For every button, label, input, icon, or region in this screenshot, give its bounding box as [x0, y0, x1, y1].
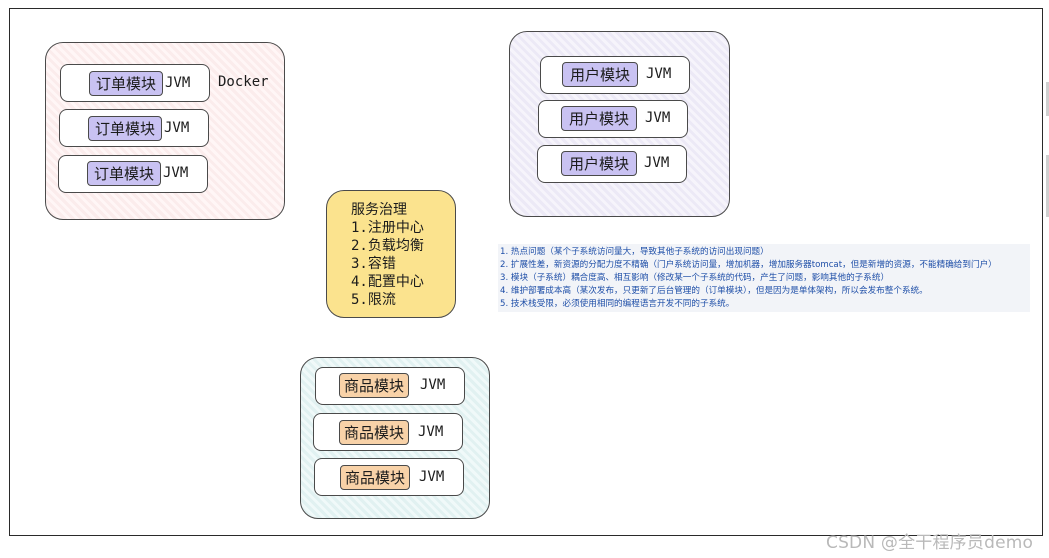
order-jvm-label-2: JVM [164, 120, 190, 136]
order-module-tag-1: 订单模块 [89, 71, 163, 96]
user-module-tag-2: 用户模块 [561, 106, 637, 131]
note-item-2: 2. 扩展性差，新资源的分配力度不精确（门户系统访问量，增加机器，增加服务器to… [500, 260, 997, 270]
service-governance-box: 服务治理 1.注册中心 2.负载均衡 3.容错 4.配置中心 5.限流 [326, 190, 456, 318]
user-jvm-label-2: JVM [645, 110, 671, 126]
note-item-3: 3. 模块（子系统）耦合度高、相互影响（修改某一个子系统的代码，产生了问题，影响… [500, 273, 890, 283]
goods-jvm-label-3: JVM [419, 469, 445, 485]
edge-strip [1046, 82, 1049, 116]
governance-title: 服务治理 [351, 202, 407, 218]
goods-jvm-label-1: JVM [420, 377, 446, 393]
order-jvm-label-1: JVM [165, 75, 191, 91]
governance-item-5: 5.限流 [351, 292, 396, 308]
goods-module-tag-2: 商品模块 [339, 420, 409, 445]
goods-module-tag-1: 商品模块 [339, 373, 409, 398]
governance-item-4: 4.配置中心 [351, 274, 424, 290]
goods-module-tag-3: 商品模块 [340, 465, 410, 490]
user-jvm-label-3: JVM [644, 155, 670, 171]
governance-item-1: 1.注册中心 [351, 220, 424, 236]
goods-jvm-label-2: JVM [418, 424, 444, 440]
edge-strip [1046, 155, 1049, 217]
order-module-tag-3: 订单模块 [87, 161, 161, 186]
order-module-tag-2: 订单模块 [88, 116, 162, 141]
user-module-tag-1: 用户模块 [562, 62, 638, 87]
user-module-tag-3: 用户模块 [561, 151, 637, 176]
note-item-4: 4. 维护部署成本高（某次发布，只更新了后台管理的（订单模块），但是因为是单体架… [500, 286, 928, 296]
note-item-1: 1. 热点问题（某个子系统访问量大，导致其他子系统的访问出现问题） [500, 247, 769, 257]
order-jvm-label-3: JVM [163, 165, 189, 181]
docker-label: Docker [218, 74, 269, 90]
note-item-5: 5. 技术栈受限，必须使用相同的编程语言开发不同的子系统。 [500, 299, 735, 309]
watermark: CSDN @全干程序员demo [826, 533, 1034, 553]
user-jvm-label-1: JVM [646, 66, 672, 82]
governance-item-3: 3.容错 [351, 256, 396, 272]
problems-note-list: 1. 热点问题（某个子系统访问量大，导致其他子系统的访问出现问题） 2. 扩展性… [498, 244, 1030, 312]
governance-item-2: 2.负载均衡 [351, 238, 424, 254]
